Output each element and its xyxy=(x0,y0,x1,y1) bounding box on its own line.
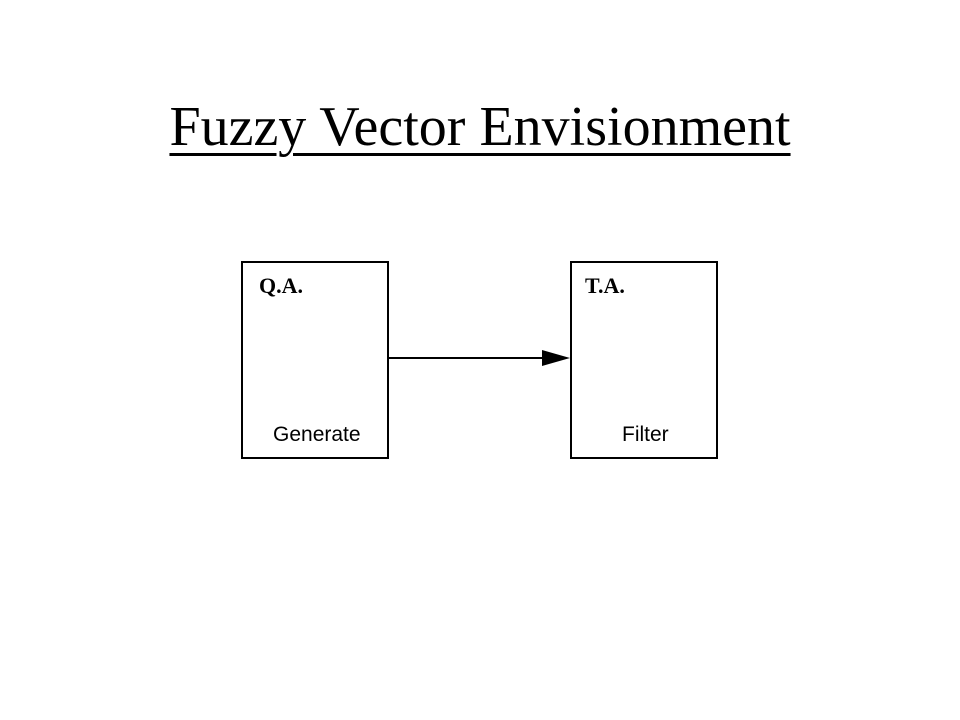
qa-box-action: Generate xyxy=(273,423,361,446)
arrowhead-icon xyxy=(542,350,570,366)
qa-box: Q.A. Generate xyxy=(241,261,389,459)
ta-box-label: T.A. xyxy=(585,273,625,298)
slide-title-text: Fuzzy Vector Envisionment xyxy=(169,96,791,158)
slide-title: Fuzzy Vector Envisionment xyxy=(0,92,960,162)
edge-qa-to-ta xyxy=(387,350,570,366)
ta-box-action: Filter xyxy=(622,423,669,446)
ta-box: T.A. Filter xyxy=(570,261,718,459)
qa-box-label: Q.A. xyxy=(259,273,303,298)
